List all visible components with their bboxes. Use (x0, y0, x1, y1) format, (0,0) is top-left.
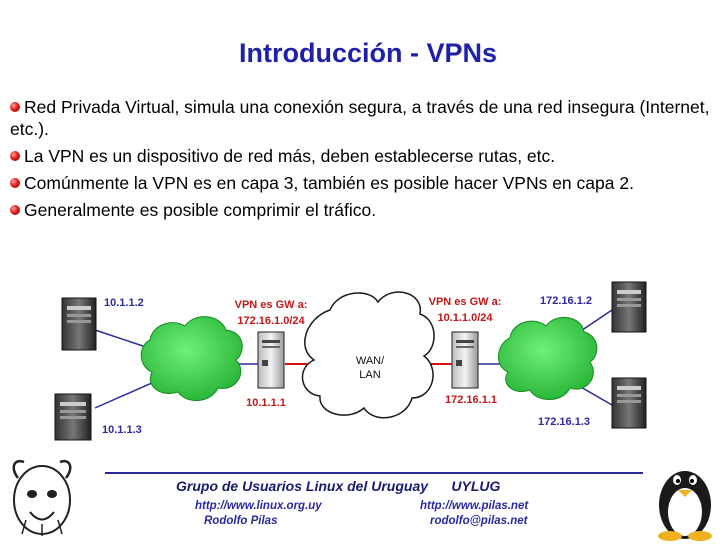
left-gateway-route-label: VPN es GW a: 172.16.1.0/24 (234, 299, 308, 327)
footer-divider (105, 472, 643, 474)
host-server-icon (611, 281, 647, 333)
right-gateway-route-label: VPN es GW a: 10.1.1.0/24 (428, 296, 502, 324)
footer-url-right[interactable]: http://www.pilas.net (420, 500, 529, 512)
host-ip-label: 172.16.1.2 (540, 295, 592, 307)
bullet-dot-icon (10, 205, 20, 215)
footer-author-name: Rodolfo Pilas (204, 515, 278, 527)
bullet-item: La VPN es un dispositivo de red más, deb… (10, 145, 722, 167)
wan-label: WAN/ LAN (355, 355, 385, 381)
slide-title: Introducción - VPNs (238, 38, 498, 68)
gnu-head-icon (12, 459, 72, 536)
host-server-icon (54, 393, 92, 441)
tux-penguin-icon (658, 471, 712, 541)
bullet-dot-icon (10, 178, 20, 188)
right-network-cloud (498, 317, 598, 400)
host-ip-label: 172.16.1.3 (538, 416, 590, 428)
bullet-item: Generalmente es posible comprimir el trá… (10, 199, 722, 221)
host-ip-label: 10.1.1.2 (104, 297, 144, 309)
vpn-gateway-icon (451, 331, 479, 389)
footer-group-name: Grupo de Usuarios Linux del Uruguay UYLU… (176, 478, 501, 494)
vpn-gateway-icon (257, 331, 285, 389)
footer-email[interactable]: rodolfo@pilas.net (430, 515, 528, 527)
host-ip-label: 10.1.1.3 (102, 424, 142, 436)
wan-cloud (301, 291, 435, 419)
bullet-dot-icon (10, 151, 20, 161)
bullet-dot-icon (10, 102, 20, 112)
bullet-item: Comúnmente la VPN es en capa 3, también … (10, 172, 722, 194)
bullet-item: Red Privada Virtual, simula una conexión… (10, 97, 710, 139)
footer-url-left[interactable]: http://www.linux.org.uy (195, 500, 322, 512)
left-gateway-ip: 10.1.1.1 (246, 397, 286, 409)
left-network-cloud (140, 316, 243, 401)
bullet-list: Red Privada Virtual, simula una conexión… (10, 96, 722, 226)
host-server-icon (611, 377, 647, 429)
host-server-icon (61, 297, 97, 351)
right-gateway-ip: 172.16.1.1 (445, 394, 497, 406)
